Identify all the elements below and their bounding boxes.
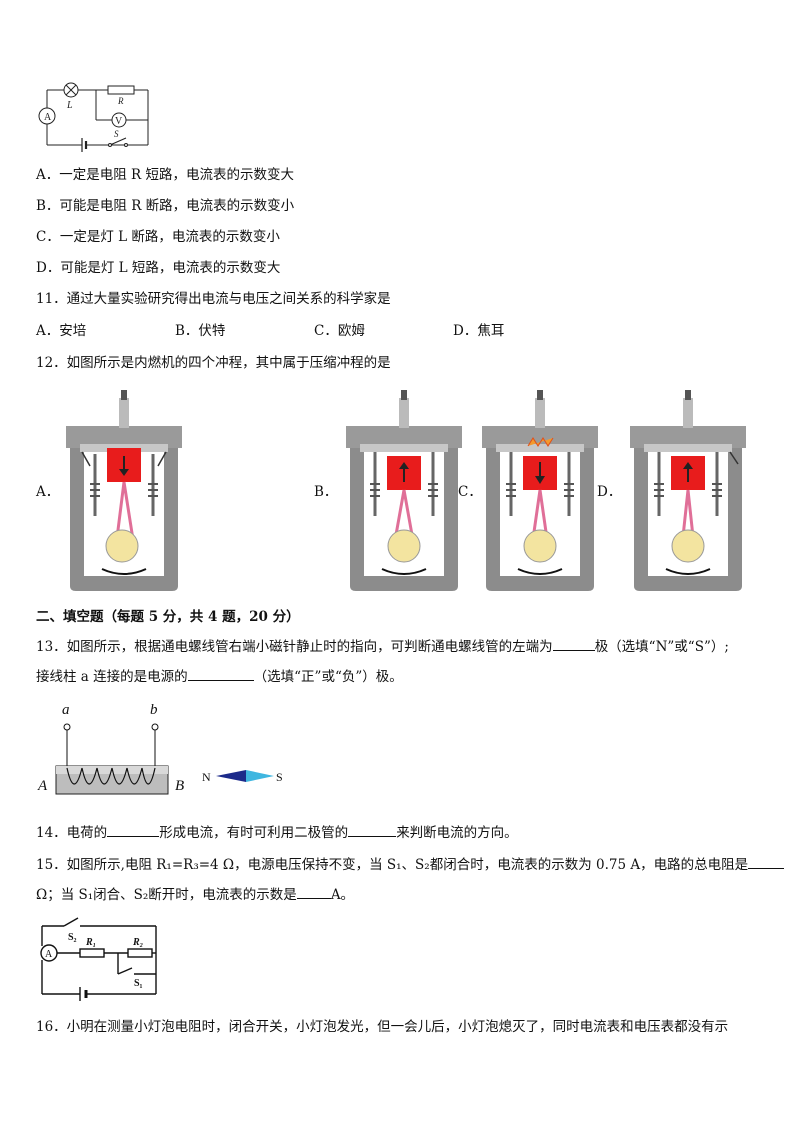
q15-ammeter-symbol	[40, 944, 58, 962]
q15-resistor1-label: R₁	[85, 937, 96, 948]
q11-option-a: A．安培	[36, 323, 87, 339]
q14-text-c: 来判断电流的方向。	[396, 825, 518, 841]
q13-line1-text-a: 13．如图所示，根据通电螺线管右端小磁针静止时的指向，可判断通电螺线管的左端为	[36, 639, 553, 655]
q15-line2-text-a: Ω；当 S₁闭合、S₂断开时，电流表的示数是	[36, 887, 297, 903]
engine-stroke-c-image	[482, 390, 598, 591]
q10-option-c: C．一定是灯 L 断路，电流表的示数变小	[36, 229, 280, 245]
voltmeter-label: V	[115, 116, 123, 127]
needle-S-label: S	[276, 770, 283, 784]
switch-label: S	[114, 129, 119, 139]
q10-option-d: D．可能是灯 L 短路，电流表的示数变大	[36, 260, 281, 276]
voltmeter-symbol	[111, 112, 127, 128]
q15-circuit-diagram: A S₂ R₁ R₂ S₁	[40, 917, 157, 1001]
terminal-a-label: a	[62, 702, 70, 718]
q12-label-b: B．	[314, 484, 338, 500]
section-title-fill-blank: 二、填空题（每题 5 分，共 4 题，20 分）	[36, 609, 300, 625]
q11-stem: 11．通过大量实验研究得出电流与电压之间关系的科学家是	[36, 291, 391, 307]
q16-stem: 16．小明在测量小灯泡电阻时，闭合开关，小灯泡发光，但一会儿后，小灯泡熄灭了，同…	[36, 1019, 729, 1035]
q12-label-d: D．	[597, 484, 622, 500]
ammeter-symbol	[38, 107, 56, 125]
q13-line2: 接线柱 a 连接的是电源的 （选填“正”或“负”）极。	[36, 666, 403, 686]
q12-label-a: A．	[36, 484, 60, 500]
resistor-symbol	[107, 85, 135, 95]
terminal-b-label: b	[150, 702, 158, 718]
q15-resistor2-label: R₂	[132, 937, 143, 948]
q15-line1: 15．如图所示,电阻 R₁=R₃=4 Ω，电源电压保持不变，当 S₁、S₂都闭合…	[36, 854, 785, 874]
q11-option-c: C．欧姆	[314, 323, 365, 339]
q15-ammeter-label: A	[45, 949, 53, 960]
solenoid-end-A-label: A	[37, 778, 48, 794]
q15-switch2-label: S₂	[68, 932, 77, 943]
q15-blank-resistance[interactable]	[748, 854, 785, 869]
q12-stem: 12．如图所示是内燃机的四个冲程，其中属于压缩冲程的是	[36, 355, 391, 371]
q15-line1-text: 15．如图所示,电阻 R₁=R₃=4 Ω，电源电压保持不变，当 S₁、S₂都闭合…	[36, 857, 749, 873]
q14-text-a: 14．电荷的	[36, 825, 108, 841]
engine-stroke-d-image	[630, 390, 746, 591]
lamp-label: L	[66, 100, 73, 111]
compass-needle-south	[246, 770, 274, 782]
solenoid-end-B-label: B	[175, 778, 184, 794]
q13-blank-pole[interactable]	[552, 636, 595, 651]
q11-option-b: B．伏特	[175, 323, 226, 339]
q14-blank-2[interactable]	[348, 822, 397, 837]
q13-line1-text-b: 极（选填“N”或“S”）;	[594, 639, 729, 655]
q15-resistor1-symbol	[79, 948, 105, 958]
needle-N-label: N	[202, 770, 211, 784]
q13-line2-text-a: 接线柱 a 连接的是电源的	[36, 669, 188, 685]
q10-option-b: B．可能是电阻 R 断路，电流表的示数变小	[36, 198, 295, 214]
q13-blank-terminal[interactable]	[187, 666, 254, 681]
q12-label-c: C．	[458, 484, 482, 500]
q15-resistor2-symbol	[127, 948, 153, 958]
q14-blank-1[interactable]	[107, 822, 160, 837]
q10-option-a: A．一定是电阻 R 短路，电流表的示数变大	[36, 167, 294, 183]
q15-line2: Ω；当 S₁闭合、S₂断开时，电流表的示数是 A。	[36, 884, 354, 904]
q14-line: 14．电荷的 形成电流，有时可利用二极管的 来判断电流的方向。	[36, 822, 518, 842]
q15-line2-text-b: A。	[330, 887, 355, 903]
q11-option-d: D．焦耳	[453, 323, 505, 339]
compass-needle-north	[216, 770, 246, 782]
resistor-label: R	[117, 96, 124, 106]
q13-line2-text-b: （选填“正”或“负”）极。	[253, 669, 403, 685]
q15-switch1-label: S₁	[134, 978, 143, 989]
q13-solenoid-diagram: a b A B N S	[37, 702, 283, 795]
engine-stroke-b-image	[346, 390, 462, 591]
engine-stroke-a-image	[66, 390, 182, 591]
q13-line1: 13．如图所示，根据通电螺线管右端小磁针静止时的指向，可判断通电螺线管的左端为 极…	[36, 636, 729, 656]
q15-blank-current[interactable]	[296, 884, 331, 899]
q10-circuit-diagram: A L R V S	[38, 82, 149, 152]
ammeter-label: A	[44, 112, 52, 123]
q14-text-b: 形成电流，有时可利用二极管的	[159, 825, 349, 841]
